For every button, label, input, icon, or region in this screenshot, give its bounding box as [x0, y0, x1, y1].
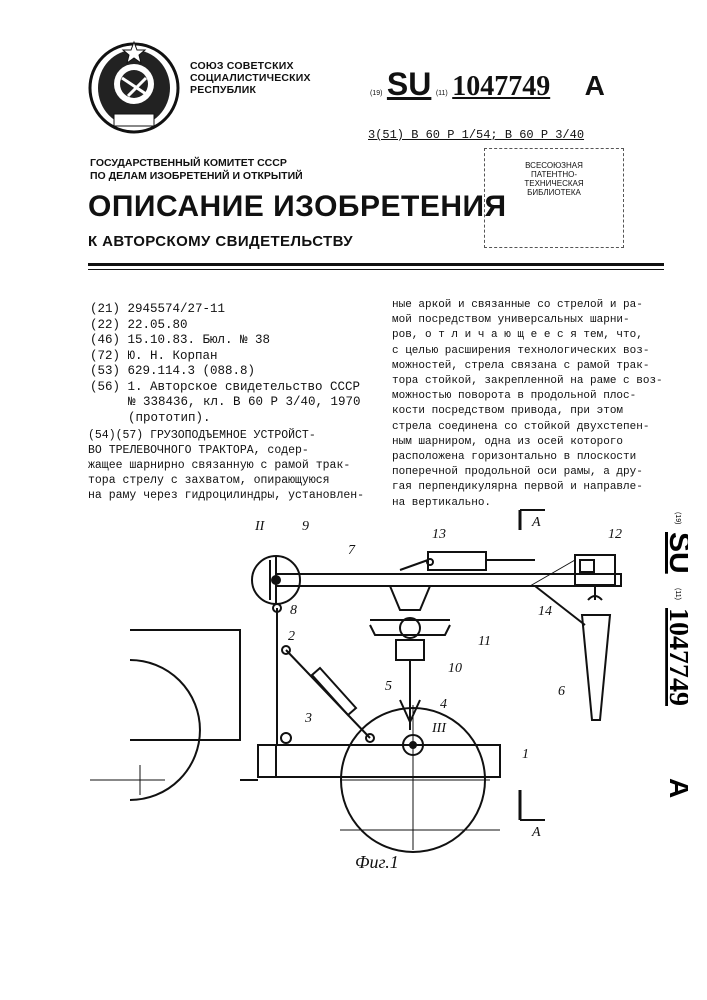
- biblio-line: (56) 1. Авторское свидетельство СССР: [90, 380, 380, 396]
- union-line: СОЮЗ СОВЕТСКИХ: [190, 60, 311, 72]
- side-country: SU: [663, 532, 688, 574]
- grab-6: [582, 615, 610, 720]
- label-11: 11: [478, 634, 491, 649]
- union-name: СОЮЗ СОВЕТСКИХ СОЦИАЛИСТИЧЕСКИХ РЕСПУБЛИ…: [190, 60, 311, 96]
- claim-line: мой посредством универсальных шарни-: [392, 313, 652, 328]
- label-A-top: A: [531, 515, 541, 530]
- claim-line: можностей, стрела связана с рамой трак-: [392, 359, 652, 374]
- arch-10-11: [390, 586, 430, 610]
- claim-text-left: (54)(57) ГРУЗОПОДЪЕМНОЕ УСТРОЙСТ- ВО ТРЕ…: [88, 428, 388, 503]
- claim-text-right: ные аркой и связанные со стрелой и ра- м…: [392, 298, 652, 511]
- biblio-line: (72) Ю. Н. Корпан: [90, 349, 380, 365]
- country-code: SU: [387, 66, 431, 102]
- claim-line: (54)(57) ГРУЗОПОДЪЕМНОЕ УСТРОЙСТ-: [88, 428, 388, 443]
- claim-line: кости посредством привода, при этом: [392, 404, 652, 419]
- document-title: ОПИСАНИЕ ИЗОБРЕТЕНИЯ: [88, 190, 507, 224]
- kind-code: A: [585, 70, 605, 101]
- number-tag: (11): [436, 90, 448, 97]
- claim-line: расположена горизонтально в плоскости: [392, 450, 652, 465]
- label-6: 6: [558, 684, 565, 699]
- label-III: III: [431, 721, 447, 736]
- biblio-line: (46) 15.10.83. Бюл. № 38: [90, 333, 380, 349]
- claim-line: с целью расширения технологических воз-: [392, 344, 652, 359]
- claim-line: ров, о т л и ч а ю щ е е с я тем, что,: [392, 328, 652, 343]
- label-4: 4: [440, 697, 447, 712]
- header-rule-thin: [88, 269, 664, 270]
- side-number: 1047749: [663, 608, 688, 706]
- publication-number: (19) SU (11) 1047749 A: [370, 66, 670, 100]
- label-8: 8: [290, 603, 297, 618]
- label-2: 2: [288, 629, 295, 644]
- frame-1: [258, 745, 500, 777]
- biblio-line: (22) 22.05.80: [90, 318, 380, 334]
- committee: ГОСУДАРСТВЕННЫЙ КОМИТЕТ СССР ПО ДЕЛАМ ИЗ…: [90, 157, 303, 183]
- tractor-cab: [130, 630, 240, 740]
- figure-1-drawing: II 9 7 8 2 3 5 4 III 11 10 13 12 14 6 1 …: [80, 500, 640, 900]
- side-tag2: (11): [674, 588, 681, 600]
- cylinder-13: [428, 552, 486, 570]
- stamp-line: ПАТЕНТНО-: [485, 170, 623, 179]
- claim-line: поперечной продольной оси рамы, а дру-: [392, 465, 652, 480]
- side-kind: A: [664, 778, 688, 798]
- label-7: 7: [348, 543, 356, 558]
- claim-line: ным шарниром, одна из осей которого: [392, 435, 652, 450]
- stamp-line: ВСЕСОЮЗНАЯ: [485, 161, 623, 170]
- stamp-line: ТЕХНИЧЕСКАЯ: [485, 179, 623, 188]
- ussr-emblem: [88, 38, 180, 134]
- country-tag: (19): [370, 90, 382, 97]
- claim-line: ВО ТРЕЛЕВОЧНОГО ТРАКТОРА, содер-: [88, 443, 388, 458]
- union-line: РЕСПУБЛИК: [190, 84, 311, 96]
- claim-line: тора стрелу с захватом, опирающуюся: [88, 473, 388, 488]
- classification: 3(51) В 60 Р 1/54; В 60 Р 3/40: [368, 128, 584, 142]
- label-9: 9: [302, 519, 309, 534]
- committee-line: ГОСУДАРСТВЕННЫЙ КОМИТЕТ СССР: [90, 157, 303, 170]
- figure-caption: Фиг.1: [355, 852, 399, 873]
- claim-line: тора стойкой, закрепленной на раме с воз…: [392, 374, 652, 389]
- committee-line: ПО ДЕЛАМ ИЗОБРЕТЕНИЙ И ОТКРЫТИЙ: [90, 170, 303, 183]
- label-3: 3: [304, 711, 312, 726]
- claim-line: можностью поворота в продольной плос-: [392, 389, 652, 404]
- claim-line: стрела соединена со стойкой двухстепен-: [392, 420, 652, 435]
- header-rule: [88, 263, 664, 266]
- biblio-line: (53) 629.114.3 (088.8): [90, 364, 380, 380]
- label-II: II: [254, 519, 266, 534]
- side-publication-number: (19) SU (11) 1047749 A: [648, 510, 688, 820]
- label-1: 1: [522, 747, 529, 762]
- document-subtitle: К АВТОРСКОМУ СВИДЕТЕЛЬСТВУ: [88, 233, 353, 250]
- union-line: СОЦИАЛИСТИЧЕСКИХ: [190, 72, 311, 84]
- claim-line: гая перпендикулярна первой и направле-: [392, 480, 652, 495]
- label-10: 10: [448, 661, 462, 676]
- cylinder-3: [312, 668, 356, 715]
- biblio-line: № 338436, кл. В 60 Р 3/40, 1970: [90, 395, 380, 411]
- bibliographic-data: (21) 2945574/27-11 (22) 22.05.80 (46) 15…: [90, 302, 380, 426]
- biblio-line: (прототип).: [90, 411, 380, 427]
- label-12: 12: [608, 527, 622, 542]
- label-5: 5: [385, 679, 392, 694]
- side-tag1: (19): [674, 512, 681, 524]
- label-14: 14: [538, 604, 552, 619]
- biblio-line: (21) 2945574/27-11: [90, 302, 380, 318]
- boom-7: [276, 574, 621, 586]
- claim-line: жащее шарнирно связанную с рамой трак-: [88, 458, 388, 473]
- label-13: 13: [432, 527, 446, 542]
- label-A-bottom: A: [531, 825, 541, 840]
- patent-number: 1047749: [452, 71, 550, 102]
- claim-line: ные аркой и связанные со стрелой и ра-: [392, 298, 652, 313]
